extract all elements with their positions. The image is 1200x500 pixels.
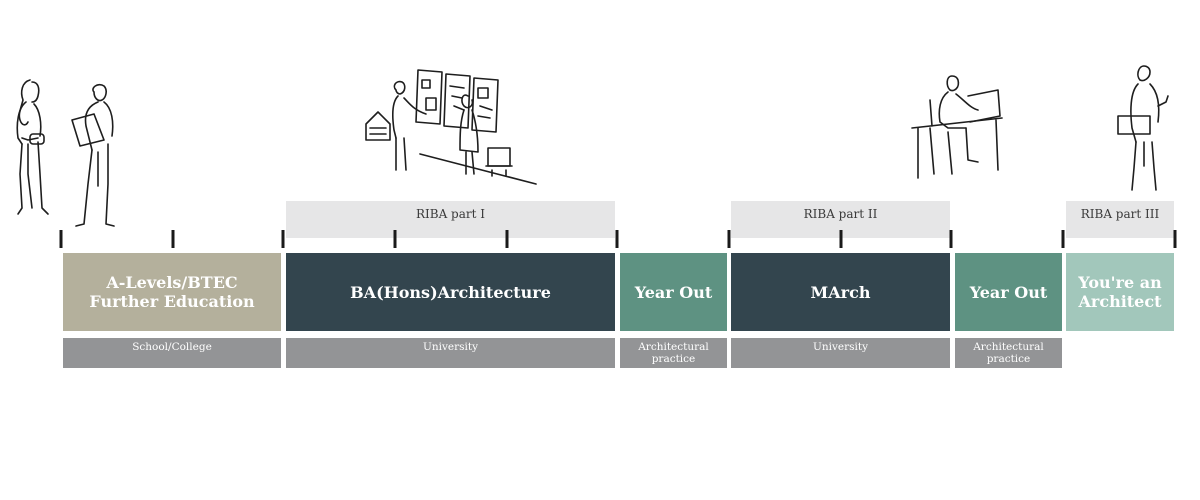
stage-label: Year Out: [634, 282, 713, 302]
setting-label: University: [812, 341, 869, 353]
riba-part-1-band: RIBA part I: [286, 201, 615, 238]
stage-a-levels: A-Levels/BTEC Further Education: [63, 253, 281, 331]
setting-practice-2: Architectural practice: [955, 338, 1062, 368]
setting-practice-1: Architectural practice: [620, 338, 727, 368]
setting-label: University: [422, 341, 479, 353]
stage-label: You're an Architect: [1078, 273, 1162, 311]
riba-part-3-band: RIBA part III: [1066, 201, 1174, 238]
stage-year-out-2: Year Out: [955, 253, 1062, 331]
students-sketch: [16, 79, 115, 227]
setting-university-1: University: [286, 338, 615, 368]
architect-sketch: [1117, 65, 1169, 191]
stage-label: Year Out: [969, 282, 1048, 302]
setting-label: School/College: [132, 341, 212, 353]
stage-label: A-Levels/BTEC Further Education: [89, 273, 255, 311]
stage-label: MArch: [810, 282, 871, 302]
timeline-ticks: [59, 230, 1177, 248]
setting-label: Architectural practice: [973, 341, 1044, 365]
stage-label: BA(Hons)Architecture: [350, 282, 551, 302]
desk-worker-sketch: [911, 75, 1003, 179]
setting-university-2: University: [731, 338, 950, 368]
stage-architect: You're an Architect: [1066, 253, 1174, 331]
setting-label: Architectural practice: [638, 341, 709, 365]
setting-school-college: School/College: [63, 338, 281, 368]
presentation-sketch: [365, 69, 537, 185]
stage-march: MArch: [731, 253, 950, 331]
stage-year-out-1: Year Out: [620, 253, 727, 331]
stage-ba-hons: BA(Hons)Architecture: [286, 253, 615, 331]
